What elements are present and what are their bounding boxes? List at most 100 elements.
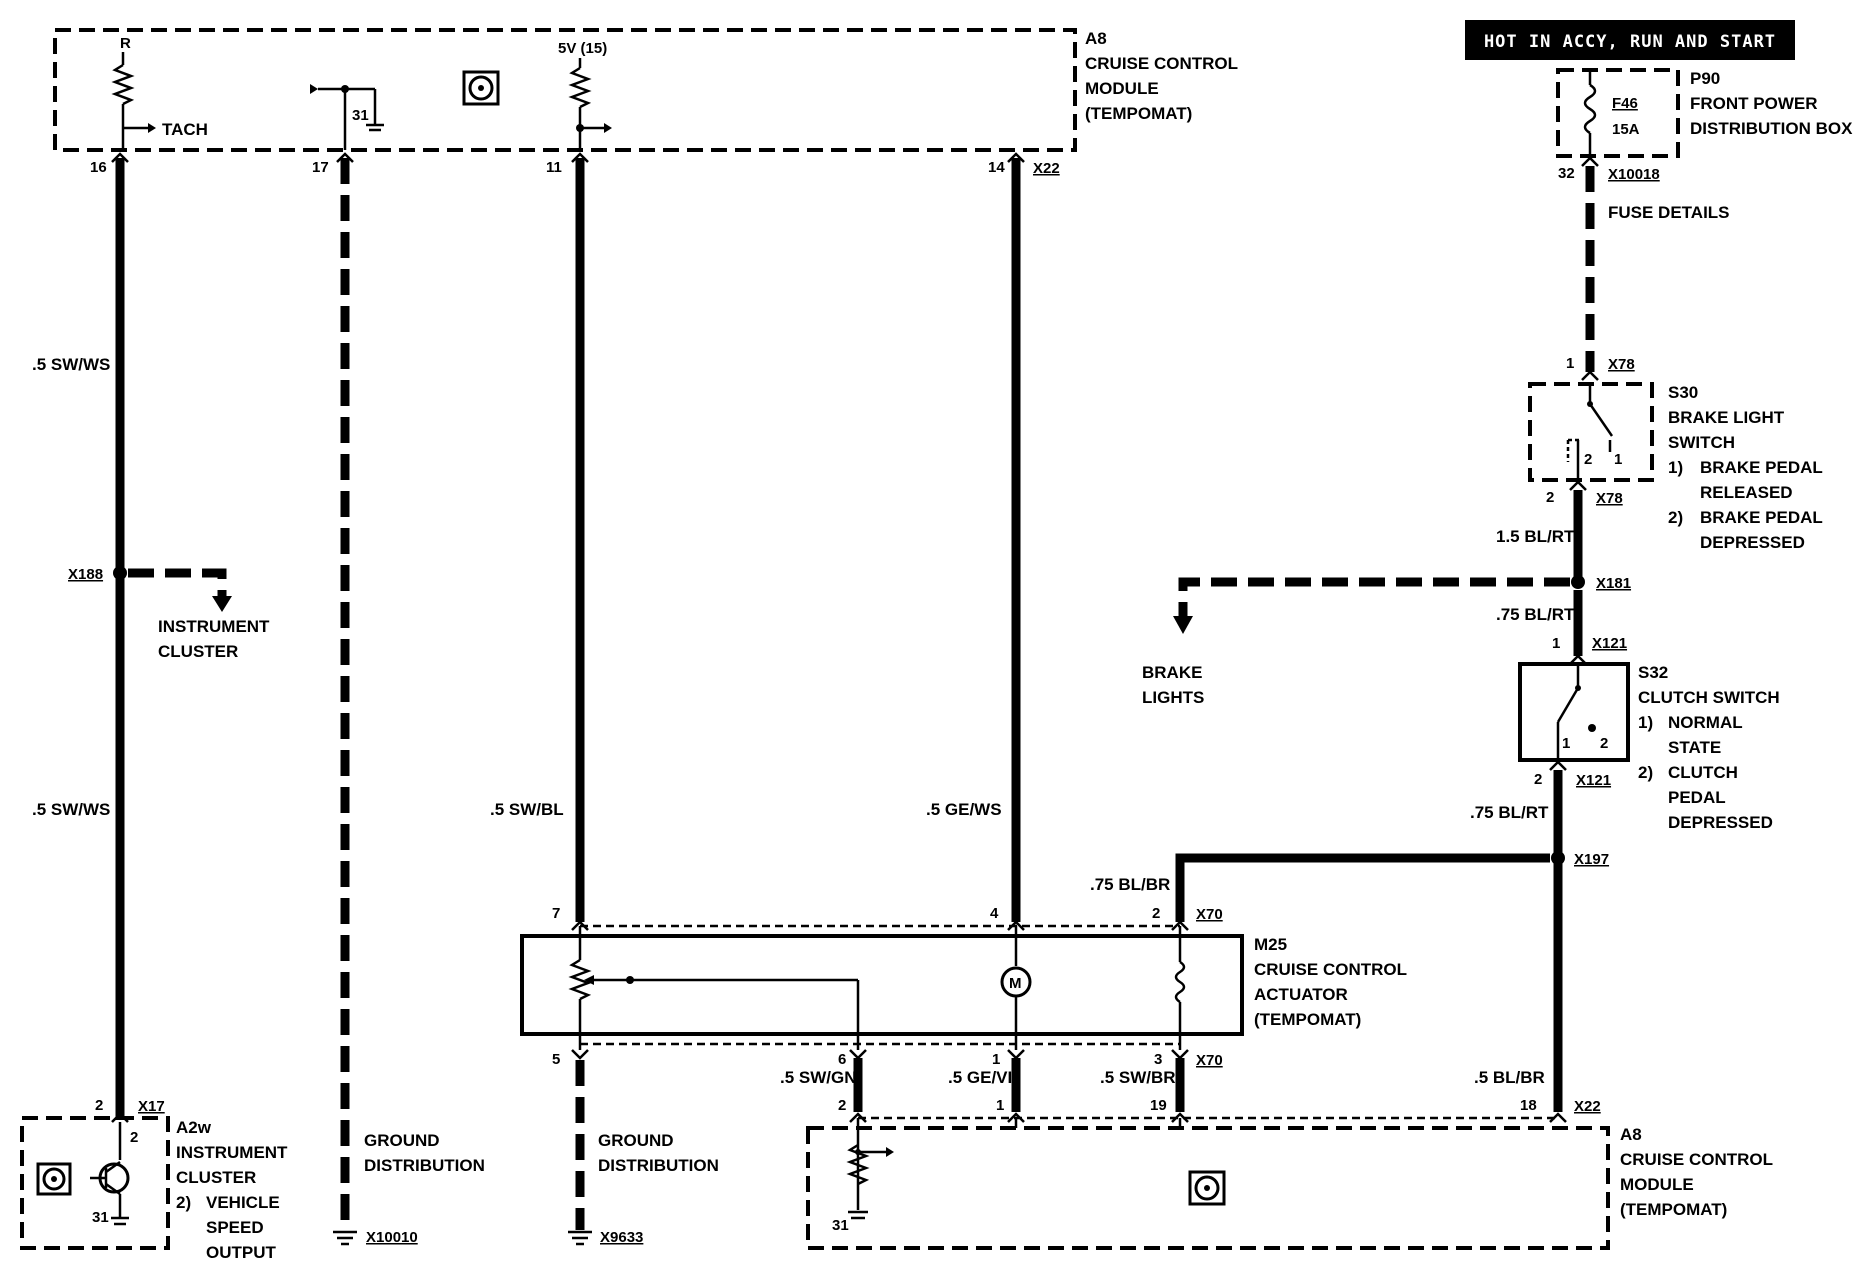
module-bottom: 2 1 19 18 X22 31 A8 CRUISE CONTROL MODUL… [806,1097,1773,1250]
ground-x9633: GROUND DISTRIBUTION X9633 [568,1131,719,1246]
splice-x188: X188 INSTRUMENT CLUSTER [68,566,270,661]
cluster-note-2: SPEED [206,1218,264,1237]
wire-x70-label: .75 BL/BR [1090,875,1170,894]
actuator: 7 4 2 X70 M M25 CRUISE CONTROL ACTUATOR … [520,905,1407,1069]
module-bottom-pin-2: 2 [838,1097,846,1114]
module-bottom-name-2: MODULE [1620,1175,1694,1194]
module-bottom-connector: X22 [1574,1098,1601,1115]
module-bottom-pin-1: 1 [996,1097,1004,1114]
s30-connector-top: X78 [1608,356,1635,373]
cluster-label-31: 31 [92,1209,109,1226]
fuse-rating: 15A [1612,121,1640,138]
fuse-id: F46 [1612,95,1638,112]
fuse-box: F46 15A P90 FRONT POWER DISTRIBUTION BOX… [1556,68,1853,222]
wire-6-label: .5 SW/GN [780,1068,857,1087]
speedometer-icon [36,1162,72,1196]
fuse-pin: 32 [1558,165,1575,182]
motor-icon: M [1009,975,1022,992]
module-top-pin-17: 17 [312,159,329,176]
fuse-connector: X10018 [1608,166,1660,183]
s32-note2-line3: DEPRESSED [1668,813,1773,832]
s30-name-2: SWITCH [1668,433,1735,452]
brake-lights-1: BRAKE [1142,663,1202,682]
s32-note1-line2: STATE [1668,738,1721,757]
splice-x188-dest-1: INSTRUMENT [158,617,270,636]
ground1-connector: X10010 [366,1229,418,1246]
label-tach: TACH [162,120,208,139]
ground2-line2: DISTRIBUTION [598,1156,719,1175]
fuse-box-name-1: FRONT POWER [1690,94,1818,113]
wire-16-label-a: .5 SW/WS [32,355,110,374]
actuator-pin-2: 2 [1152,905,1160,922]
actuator-connector-top: X70 [1196,906,1223,923]
steering-wheel-icon [462,70,500,106]
s30-note2-num: 2) [1668,508,1683,527]
splice-x197-connector: X197 [1574,851,1609,868]
cluster-name-2: CLUSTER [176,1168,256,1187]
s30-contact-1: 1 [1614,451,1622,468]
module-bottom-name-1: CRUISE CONTROL [1620,1150,1773,1169]
s30-note2-line2: DEPRESSED [1700,533,1805,552]
actuator-connector-bottom: X70 [1196,1052,1223,1069]
fuse-box-id: P90 [1690,69,1720,88]
top-pin-markers [111,152,1025,163]
module-top-pin-16: 16 [90,159,107,176]
wire-11-label: .5 SW/BL [490,800,564,819]
wire-x121-label: .75 BL/RT [1470,803,1549,822]
actuator-id: M25 [1254,935,1287,954]
fuse-details: FUSE DETAILS [1608,203,1730,222]
cluster-id: A2w [176,1118,212,1137]
wire-3-label: .5 SW/BR [1100,1068,1176,1087]
actuator-pin-4: 4 [990,905,999,922]
cluster-note-num: 2) [176,1193,191,1212]
brake-lights-2: LIGHTS [1142,688,1204,707]
actuator-pin-3: 3 [1154,1051,1162,1068]
s30-pin-in: 1 [1566,355,1574,372]
s32-pin-out: 2 [1534,771,1542,788]
module-bottom-pin-18: 18 [1520,1097,1537,1114]
module-bottom-id: A8 [1620,1125,1642,1144]
cluster-connector: X17 [138,1098,165,1115]
module-top-name-1: CRUISE CONTROL [1085,54,1238,73]
s30-note1-line1: BRAKE PEDAL [1700,458,1823,477]
s30-note1-num: 1) [1668,458,1683,477]
s32-connector-top: X121 [1592,635,1627,652]
splice-x197: X197 .75 BL/BR [1090,851,1609,922]
s30-pin-out: 2 [1546,489,1554,506]
s32-note2-line2: PEDAL [1668,788,1726,807]
wire-x181-label: .75 BL/RT [1496,605,1575,624]
wire-18-label: .5 BL/BR [1474,1068,1545,1087]
splice-x188-connector: X188 [68,566,103,583]
s32-note1-num: 1) [1638,713,1653,732]
s32-id: S32 [1638,663,1668,682]
s30-name-1: BRAKE LIGHT [1668,408,1785,427]
label-31-top: 31 [352,107,369,124]
module-top-name-3: (TEMPOMAT) [1085,104,1192,123]
steering-wheel-icon-bottom [1188,1170,1226,1206]
s30-note2-line1: BRAKE PEDAL [1700,508,1823,527]
fuse-box-name-2: DISTRIBUTION BOX [1690,119,1853,138]
s32-note2-num: 2) [1638,763,1653,782]
cluster-note-1: VEHICLE [206,1193,280,1212]
ground-x10010: GROUND DISTRIBUTION X10010 [333,1131,485,1246]
actuator-name-1: CRUISE CONTROL [1254,960,1407,979]
actuator-pin-6: 6 [838,1051,846,1068]
brake-light-switch: 1 X78 2 1 S30 BRAKE LIGHT SWITCH 1) BRAK… [1528,355,1823,552]
s30-id: S30 [1668,383,1698,402]
module-top-id: A8 [1085,29,1107,48]
cluster-name-1: INSTRUMENT [176,1143,288,1162]
module-bottom-name-3: (TEMPOMAT) [1620,1200,1727,1219]
instrument-cluster: 2 X17 2 31 A2w INSTRUMENT CLUSTER 2) VEH… [20,1097,288,1262]
s32-contact-1: 1 [1562,735,1570,752]
ground1-line2: DISTRIBUTION [364,1156,485,1175]
ground2-line1: GROUND [598,1131,674,1150]
module-bottom-pin-19: 19 [1150,1097,1167,1114]
module-top-pin-14: 14 [988,159,1005,176]
cluster-note-3: OUTPUT [206,1243,277,1262]
s32-pin-in: 1 [1552,635,1560,652]
cluster-pin: 2 [95,1097,103,1114]
actuator-pin-1: 1 [992,1051,1000,1068]
actuator-name-2: ACTUATOR [1254,985,1348,1004]
hot-banner: HOT IN ACCY, RUN AND START [1465,20,1795,60]
